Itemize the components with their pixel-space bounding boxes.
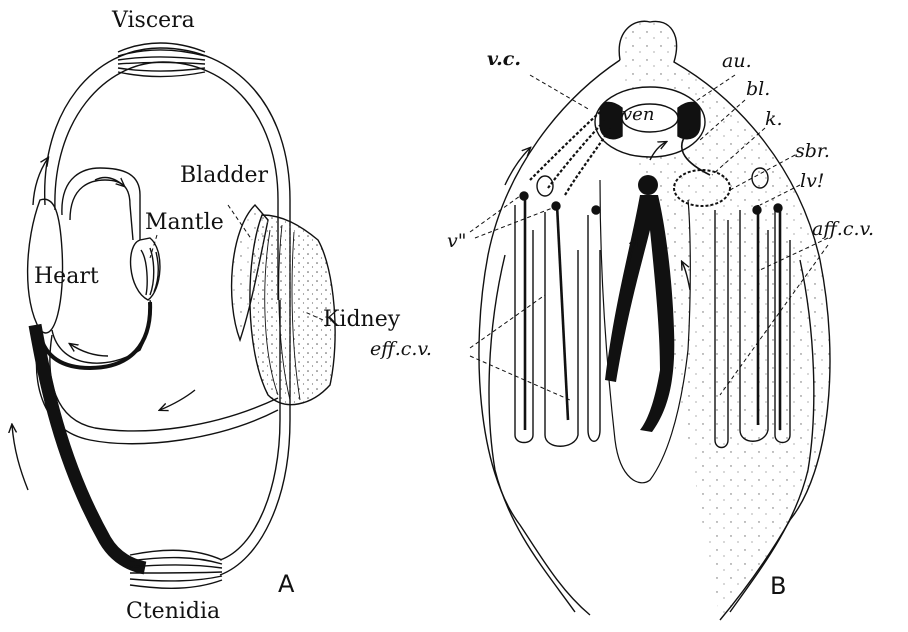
foot — [605, 195, 674, 432]
panel-letter-b: B — [770, 574, 786, 598]
label-lv: lv! — [800, 172, 824, 191]
flow-arrow — [160, 390, 195, 410]
label-heart: Heart — [34, 266, 99, 288]
flow-arrow — [95, 178, 124, 186]
label-ctenidia: Ctenidia — [126, 601, 220, 623]
label-bl: bl. — [746, 80, 770, 99]
flow-arrow — [70, 344, 108, 356]
label-kidney: Kidney — [323, 309, 400, 331]
label-affcv: aff.c.v. — [812, 220, 874, 239]
label-k: k. — [765, 110, 783, 129]
panel-letter-a: A — [278, 572, 294, 596]
panel-a-diagram — [12, 43, 335, 588]
label-ven: ven — [622, 106, 654, 124]
label-f: F. — [635, 352, 652, 370]
auricle-right — [678, 102, 700, 138]
flow-arrow — [33, 158, 48, 205]
flow-arrow — [505, 148, 530, 185]
label-vc: v.c. — [487, 50, 521, 69]
mantle-bulb — [131, 238, 160, 300]
label-sbr: sbr. — [795, 142, 830, 161]
label-au: au. — [722, 52, 752, 71]
label-bladder: Bladder — [180, 165, 268, 187]
label-effcv: eff.c.v. — [370, 340, 432, 359]
label-mantle: Mantle — [145, 212, 224, 234]
label-viscera: Viscera — [112, 10, 195, 32]
flow-arrow — [12, 425, 28, 490]
label-v2: v" — [447, 232, 466, 251]
thick-vessel-to-ctenidia — [35, 325, 145, 568]
